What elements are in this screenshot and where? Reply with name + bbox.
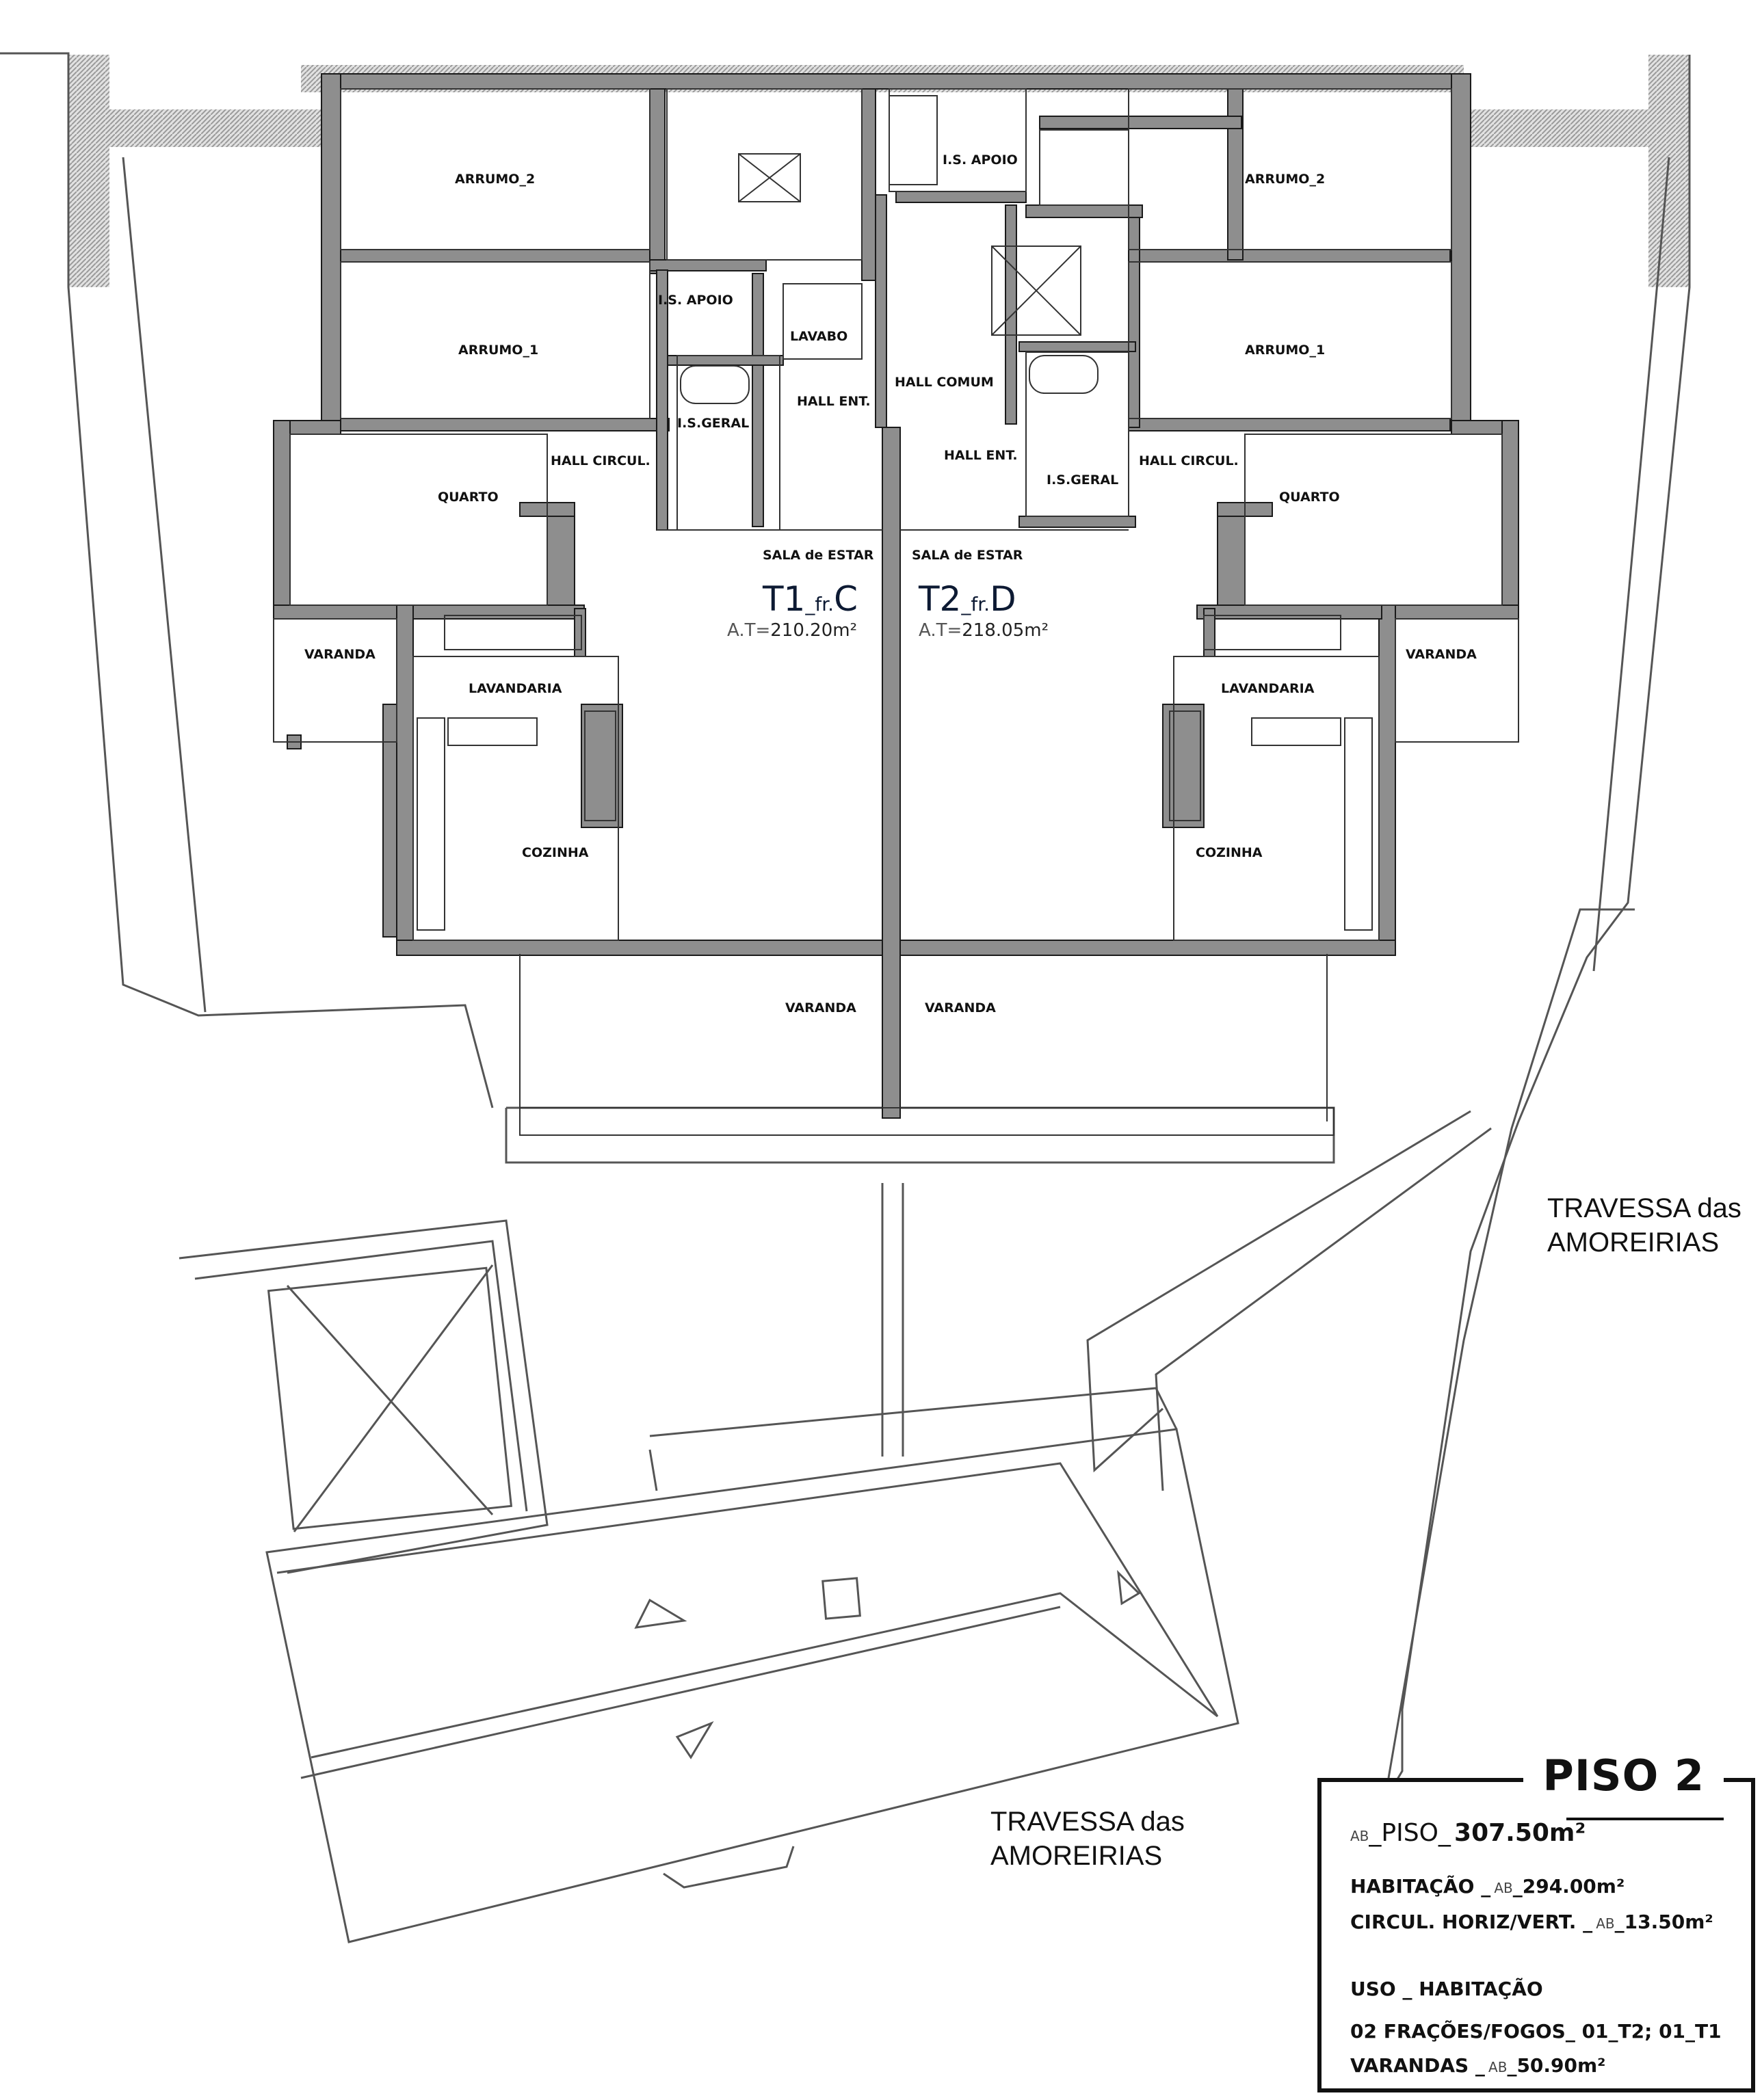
room-label-hall-ent-left: HALL ENT. bbox=[797, 394, 871, 409]
room-label-lavandaria-right: LAVANDARIA bbox=[1221, 681, 1315, 696]
svg-text:T1_fr.C: T1_fr.C bbox=[762, 579, 858, 619]
legend-circul-row: CIRCUL. HORIZ/VERT. _ AB_13.50m² bbox=[1350, 1911, 1713, 1933]
room-label-lavabo: LAVABO bbox=[790, 329, 847, 344]
site-lines bbox=[0, 52, 1691, 1943]
svg-text:T2_fr.D: T2_fr.D bbox=[918, 579, 1016, 619]
street-label-right-line2: AMOREIRIAS bbox=[1547, 1227, 1719, 1258]
street-label-bottom-line1: TRAVESSA das bbox=[990, 1807, 1185, 1837]
street-label-right-line1: TRAVESSA das bbox=[1547, 1193, 1741, 1223]
legend-varandas-row: VARANDAS _ AB_50.90m² bbox=[1350, 2054, 1606, 2077]
bathtubs bbox=[680, 95, 1099, 404]
room-label-quarto-left: QUARTO bbox=[438, 490, 499, 505]
room-label-arrumo1-left: ARRUMO_1 bbox=[458, 343, 538, 358]
room-label-arrumo2-left: ARRUMO_2 bbox=[455, 172, 535, 187]
room-label-varanda-left: VARANDA bbox=[304, 647, 376, 662]
legend-title-rule bbox=[1566, 1818, 1724, 1820]
room-label-varanda-right: VARANDA bbox=[1406, 647, 1477, 662]
room-label-isgeral-right: I.S.GERAL bbox=[1047, 473, 1118, 488]
room-label-sala-left: SALA de ESTAR bbox=[763, 548, 874, 563]
legend-title: PISO 2 bbox=[1523, 1751, 1724, 1800]
room-label-lavandaria-left: LAVANDARIA bbox=[469, 681, 562, 696]
room-label-sala-right: SALA de ESTAR bbox=[912, 548, 1023, 563]
legend-piso-row: AB_PISO_ 307.50m² bbox=[1350, 1819, 1586, 1847]
room-label-hall-circ-right: HALL CIRCUL. bbox=[1139, 453, 1239, 468]
room-label-is-apoio-top: I.S. APOIO bbox=[943, 152, 1018, 168]
room-label-is-apoio-left: I.S. APOIO bbox=[658, 293, 733, 308]
legend-uso-row: USO _ HABITAÇÃO bbox=[1350, 1978, 1543, 2000]
room-label-arrumo1-right: ARRUMO_1 bbox=[1245, 343, 1325, 358]
legend-fracoes-row: 02 FRAÇÕES/FOGOS_ 01_T2; 01_T1 bbox=[1350, 2020, 1722, 2043]
street-label-bottom-line2: AMOREIRIAS bbox=[990, 1841, 1162, 1871]
exterior-walls bbox=[273, 73, 1519, 1119]
svg-text:A.T=210.20m²: A.T=210.20m² bbox=[727, 620, 857, 641]
room-label-isgeral-left: I.S.GERAL bbox=[677, 416, 749, 431]
room-label-cozinha-right: COZINHA bbox=[1196, 845, 1263, 860]
room-label-hall-ent-right: HALL ENT. bbox=[944, 448, 1018, 463]
room-label-varanda-bottom-left: VARANDA bbox=[785, 1000, 856, 1015]
room-label-quarto-right: QUARTO bbox=[1279, 490, 1340, 505]
room-label-varanda-bottom-right: VARANDA bbox=[925, 1000, 996, 1015]
kitchen-counters bbox=[417, 615, 1373, 931]
room-label-hall-circ-left: HALL CIRCUL. bbox=[551, 453, 650, 468]
room-label-hall-comum: HALL COMUM bbox=[895, 375, 994, 390]
svg-text:A.T=218.05m²: A.T=218.05m² bbox=[919, 620, 1049, 641]
unit-label-left: T1_fr.C A.T=210.20m² bbox=[727, 579, 858, 641]
area-legend: PISO 2 AB_PISO_ 307.50m² HABITAÇÃO _ AB_… bbox=[1317, 1751, 1755, 2092]
room-label-cozinha-left: COZINHA bbox=[522, 845, 589, 860]
room-label-arrumo2-right: ARRUMO_2 bbox=[1245, 172, 1325, 187]
unit-label-right: T2_fr.D A.T=218.05m² bbox=[918, 579, 1049, 641]
interior-lines bbox=[273, 88, 1519, 1136]
legend-habitacao-row: HABITAÇÃO _ AB_294.00m² bbox=[1350, 1875, 1625, 1898]
